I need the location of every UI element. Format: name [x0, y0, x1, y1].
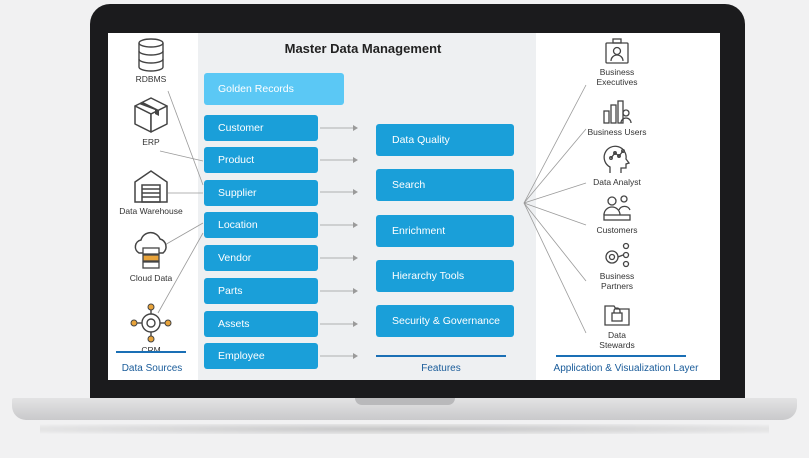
feature-enrichment: Enrichment [376, 215, 514, 247]
feature-security-governance: Security & Governance [376, 305, 514, 337]
entity-customer: Customer [204, 115, 318, 141]
source-rdbms: RDBMS [108, 38, 199, 84]
consumer-data-stewards: Data Stewards [562, 300, 672, 350]
footer-line-apps [556, 355, 686, 357]
consumer-data-analyst: Data Analyst [562, 143, 672, 187]
analyst-head-icon [603, 145, 631, 173]
consumer-business-partners: Business Partners [562, 241, 672, 291]
consumer-label-line1: Data Analyst [593, 177, 641, 187]
business-users-chart-icon [603, 100, 632, 124]
executive-briefcase-icon [605, 38, 629, 64]
consumer-label-line1: Business [599, 67, 635, 77]
feature-search: Search [376, 169, 514, 201]
source-cloud-data: Cloud Data [108, 231, 199, 283]
consumer-label-line1: Business Users [587, 127, 647, 137]
footer-line-features [376, 355, 506, 357]
diagram-title: Master Data Management [284, 41, 442, 56]
source-label: RDBMS [135, 74, 167, 84]
entity-product: Product [204, 147, 318, 173]
footer-features: Features [421, 363, 461, 374]
customers-group-icon [603, 195, 631, 221]
entity-employee: Employee [204, 343, 318, 369]
footer-app-layer: Application & Visualization Layer [553, 363, 699, 374]
consumer-customers: Customers [562, 193, 672, 235]
package-box-icon [134, 97, 168, 133]
entity-location: Location [204, 212, 318, 238]
feature-data-quality: Data Quality [376, 124, 514, 156]
connector-lines [157, 84, 587, 359]
footer-line-sources [116, 351, 186, 353]
entity-parts: Parts [204, 278, 318, 304]
consumer-business-executives: Business Executives [562, 37, 672, 87]
database-icon [138, 38, 164, 72]
entity-assets: Assets [204, 311, 318, 337]
source-label: Cloud Data [129, 273, 173, 283]
data-steward-folder-icon [604, 305, 630, 326]
source-crm: CRM [108, 303, 199, 355]
laptop-base [12, 398, 797, 420]
entity-supplier: Supplier [204, 180, 318, 206]
consumer-business-users: Business Users [562, 99, 672, 137]
laptop-shadow [40, 424, 769, 434]
consumer-label-line1: Data [608, 330, 626, 340]
consumer-label-line2: Stewards [599, 340, 635, 350]
source-label: ERP [142, 137, 160, 147]
consumer-label-line2: Partners [600, 281, 634, 291]
feature-hierarchy-tools: Hierarchy Tools [376, 260, 514, 292]
source-data-warehouse: Data Warehouse [108, 168, 199, 216]
source-erp: ERP [108, 95, 199, 147]
source-label: Data Warehouse [119, 206, 183, 216]
laptop-notch [355, 398, 455, 405]
screen: Master Data Management RDBMS ERP [108, 33, 720, 380]
footer-data-sources: Data Sources [121, 363, 183, 374]
source-label: CRM [141, 345, 161, 355]
consumer-label-line2: Executives [596, 77, 638, 87]
partners-gear-icon [605, 242, 630, 268]
consumer-label-line1: Business [599, 271, 635, 281]
consumer-label-line1: Customers [596, 225, 638, 235]
warehouse-icon [134, 170, 168, 203]
crm-gear-icon [130, 303, 172, 343]
entity-vendor: Vendor [204, 245, 318, 271]
golden-records-box: Golden Records [204, 73, 344, 105]
cloud-server-icon [134, 231, 167, 269]
